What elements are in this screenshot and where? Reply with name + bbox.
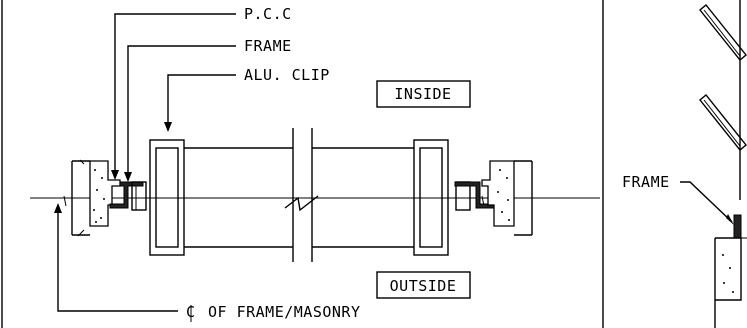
right-masonry bbox=[481, 160, 533, 236]
break-zigzag bbox=[284, 195, 319, 212]
label-alu-clip: ALU. CLIP bbox=[244, 66, 330, 84]
leader-frame bbox=[124, 45, 236, 182]
left-frame-profile bbox=[109, 181, 144, 209]
label-pcc: P.C.C bbox=[244, 5, 292, 23]
centerline-tick bbox=[63, 195, 67, 207]
label-outside: OUTSIDE bbox=[390, 277, 457, 295]
inside-box bbox=[376, 80, 471, 108]
left-masonry bbox=[71, 159, 121, 237]
label-frame: FRAME bbox=[244, 37, 292, 55]
outside-box bbox=[376, 271, 471, 299]
label-side-frame: FRAME bbox=[622, 173, 670, 191]
side-wall-section bbox=[714, 214, 747, 328]
label-inside: INSIDE bbox=[394, 85, 451, 103]
leader-pcc bbox=[111, 13, 236, 180]
right-clip-inner bbox=[419, 147, 443, 248]
louvre-section bbox=[699, 0, 747, 200]
leader-side-frame bbox=[680, 181, 734, 225]
leader-centerline bbox=[54, 203, 178, 312]
left-frame-clip bbox=[131, 181, 147, 211]
right-clip-outer bbox=[413, 139, 449, 256]
left-clip-inner bbox=[155, 147, 179, 248]
left-clip-outer bbox=[149, 139, 185, 256]
leader-alu-clip bbox=[164, 74, 236, 132]
label-centerline: OF FRAME/MASONRY bbox=[208, 303, 361, 321]
